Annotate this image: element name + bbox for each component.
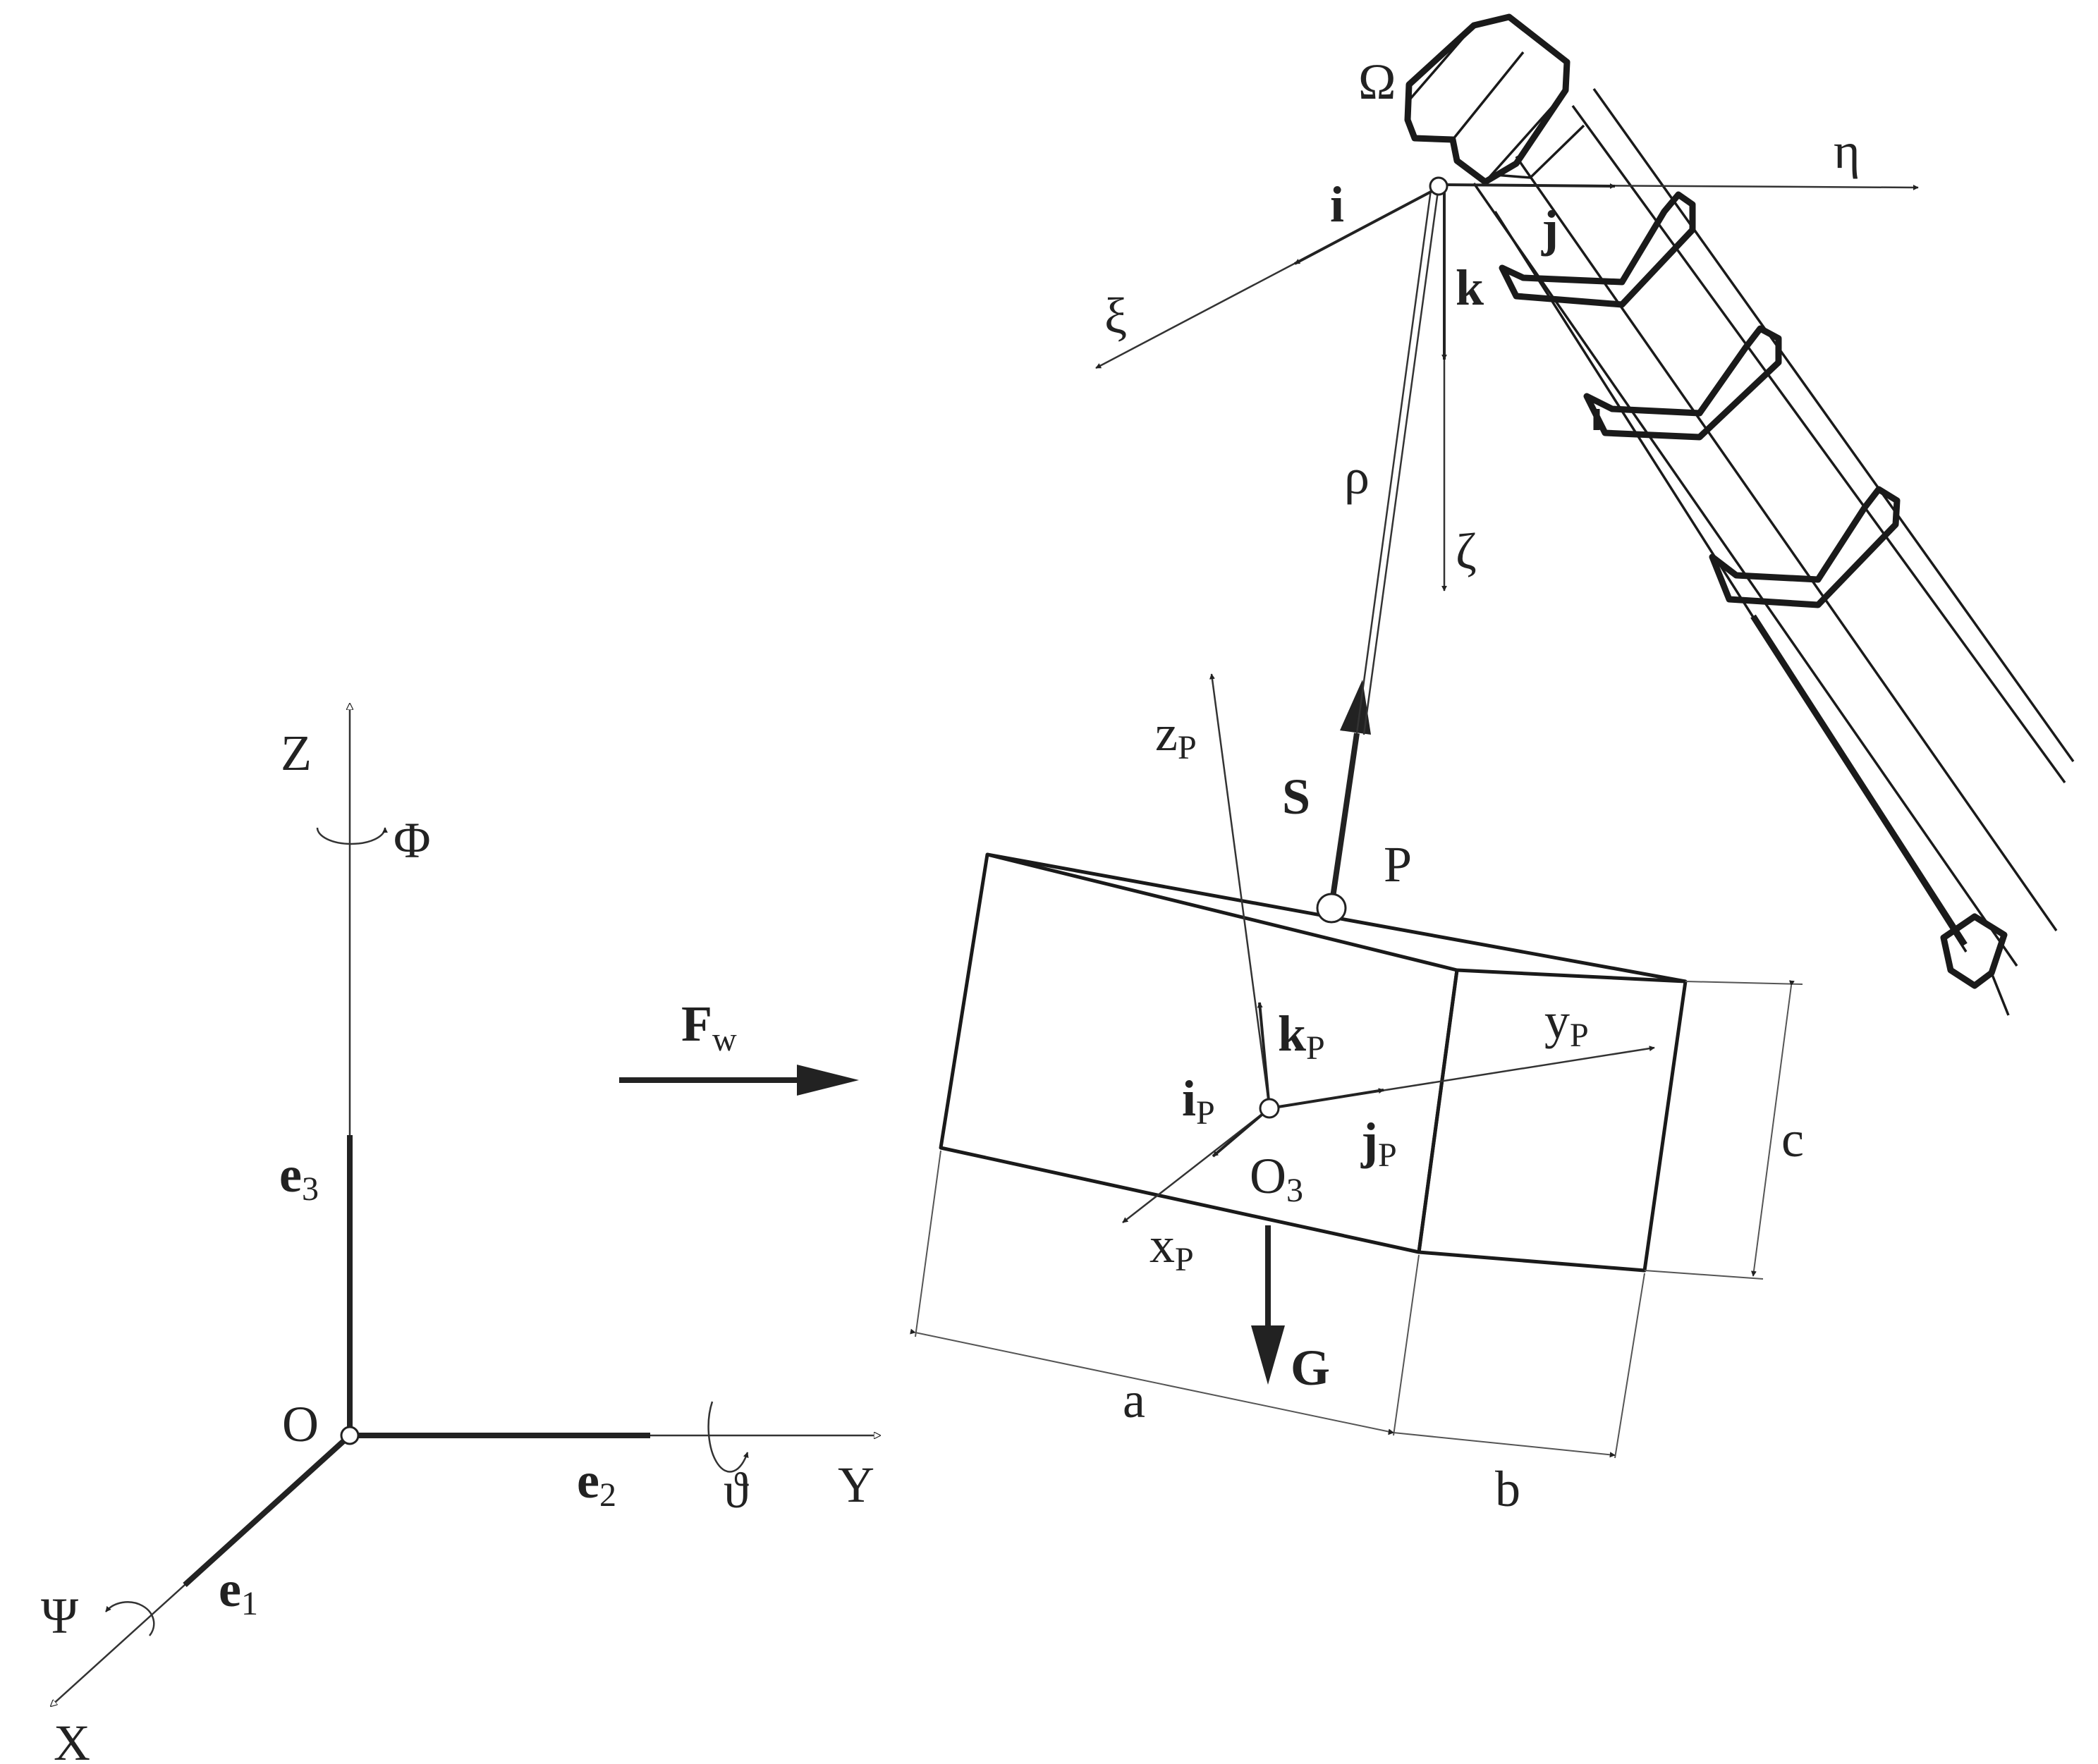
dim-c-ext-bottom [1644,1270,1764,1280]
dim-b-label: b [1495,1461,1520,1517]
boom-rail-6 [1750,614,1968,947]
yp-label: yP [1544,993,1589,1054]
payload-box: G S P zP yP xP kP jP iP O3 [939,673,1688,1396]
rope: ρ [1344,184,1440,735]
boom-collar-3 [1709,486,1901,608]
boom-tip-label: Ω [1358,54,1396,110]
dim-c-ext-top [1685,981,1803,985]
tension-arrowhead [1340,680,1371,735]
tension-label: S [1282,768,1310,825]
xi-label: ξ [1104,288,1127,344]
jp-vector [1269,1088,1384,1110]
z-axis-label: Z [281,725,312,781]
weight-arrowhead [1251,1325,1285,1385]
theta-label: ϑ [724,1462,749,1519]
weight-label: G [1291,1340,1330,1396]
theta-rotation-mark [707,1401,749,1473]
y-axis-label: Y [838,1457,874,1513]
dim-b-line [1388,1429,1616,1458]
payload-front-face [939,852,1459,1254]
dim-a-line [910,1328,1394,1435]
xp-label: xP [1149,1217,1194,1278]
wind-force: Fw [619,996,859,1096]
k-label: k [1456,259,1484,316]
phi-rotation-mark [316,827,388,845]
zp-label: zP [1155,705,1197,766]
origin-point [340,1426,360,1445]
dim-a-ext-left [915,1150,941,1337]
rope-length-label: ρ [1344,448,1370,505]
suspension-point-label: P [1384,836,1412,893]
origin-label: O [282,1396,319,1452]
dim-c-label: c [1781,1111,1804,1168]
jp-label: jP [1360,1113,1397,1174]
j-vector [1444,183,1616,189]
e2-label: e2 [577,1452,616,1514]
e1-label: e1 [219,1561,258,1622]
ip-vector [1212,1107,1271,1158]
crane-boom: Ω η ξ ζ j i k [1095,13,2075,1016]
boom-end-hook-rod [1990,972,2010,1016]
boom-tip-point [1429,176,1449,196]
suspension-point [1316,893,1347,924]
eta-label: η [1834,123,1860,179]
dim-c-line [1750,980,1795,1277]
dim-a-label: a [1123,1372,1145,1428]
payload-dimensions: a b c [910,980,1804,1517]
i-label: i [1330,176,1344,233]
boom-rail-2 [1515,155,2058,932]
dim-b-ext-right [1614,1273,1645,1459]
j-label: j [1541,200,1559,257]
e1-vector [183,1433,352,1587]
kp-vector [1257,1002,1271,1109]
payload-center-label: O3 [1250,1148,1303,1209]
global-frame: Z Y X O e3 e2 e1 Φ ϑ Ψ [41,704,880,1764]
wind-force-arrowhead [797,1065,859,1096]
boom-rail-4 [1592,87,2075,763]
boom-tip-detail [1409,24,1585,183]
boom-collar-1 [1499,191,1696,308]
boom-tip-head [1404,13,1571,185]
kp-label: kP [1278,1005,1325,1067]
phi-label: Φ [394,812,431,869]
boom-collar-2 [1583,325,1782,441]
zp-axis [1209,673,1271,1109]
tension-arrow [1329,733,1360,907]
dim-a-ext-right [1393,1254,1420,1436]
x-axis-label: X [54,1715,90,1764]
rope-line-b [1362,185,1440,735]
i-vector [1294,183,1445,265]
boom-rail-3 [1571,104,2066,784]
psi-rotation-mark [105,1601,155,1636]
psi-label: Ψ [41,1588,78,1644]
rope-line-a [1355,184,1433,734]
ip-label: iP [1182,1070,1215,1132]
wind-force-label: Fw [681,996,737,1058]
e3-label: e3 [279,1146,319,1208]
payload-center-point [1259,1098,1280,1119]
zeta-label: ζ [1456,523,1477,580]
